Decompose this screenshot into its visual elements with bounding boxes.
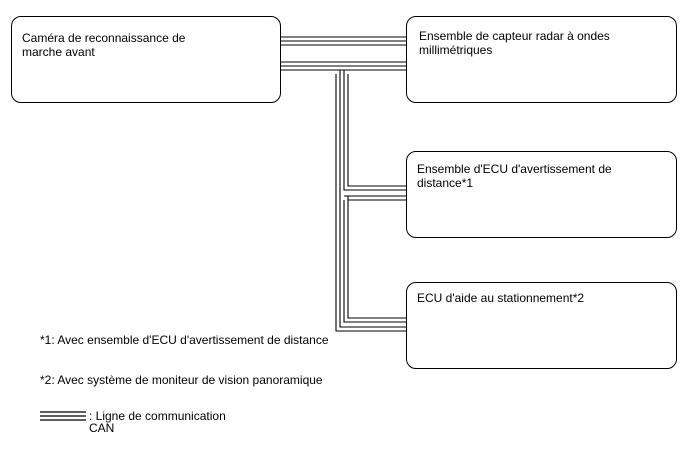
can-trunk-inner	[343, 70, 407, 191]
legend-line-sample	[40, 411, 86, 421]
can-trunk-outer	[335, 70, 407, 332]
footnote-1: *1: Avec ensemble d'ECU d'avertissement …	[40, 333, 329, 347]
distance-warning-ecu-label: Ensemble d'ECU d'avertissement de distan…	[417, 162, 612, 190]
parking-assist-ecu-label: ECU d'aide au stationnement*2	[417, 291, 585, 305]
can-line-camera-radar	[281, 36, 407, 46]
parking-assist-ecu-box: ECU d'aide au stationnement*2	[406, 282, 677, 369]
camera-label: Caméra de reconnaissance de marche avant	[22, 31, 186, 59]
can-line-camera-radar-lower	[281, 61, 407, 71]
radar-label: Ensemble de capteur radar à ondes millim…	[419, 29, 610, 57]
camera-box: Caméra de reconnaissance de marche avant	[11, 16, 281, 103]
footnote-2: *2: Avec système de moniteur de vision p…	[40, 373, 323, 387]
legend-label: : Ligne de communication CAN	[89, 409, 226, 435]
distance-warning-ecu-box: Ensemble d'ECU d'avertissement de distan…	[406, 151, 677, 238]
radar-box: Ensemble de capteur radar à ondes millim…	[406, 16, 677, 103]
